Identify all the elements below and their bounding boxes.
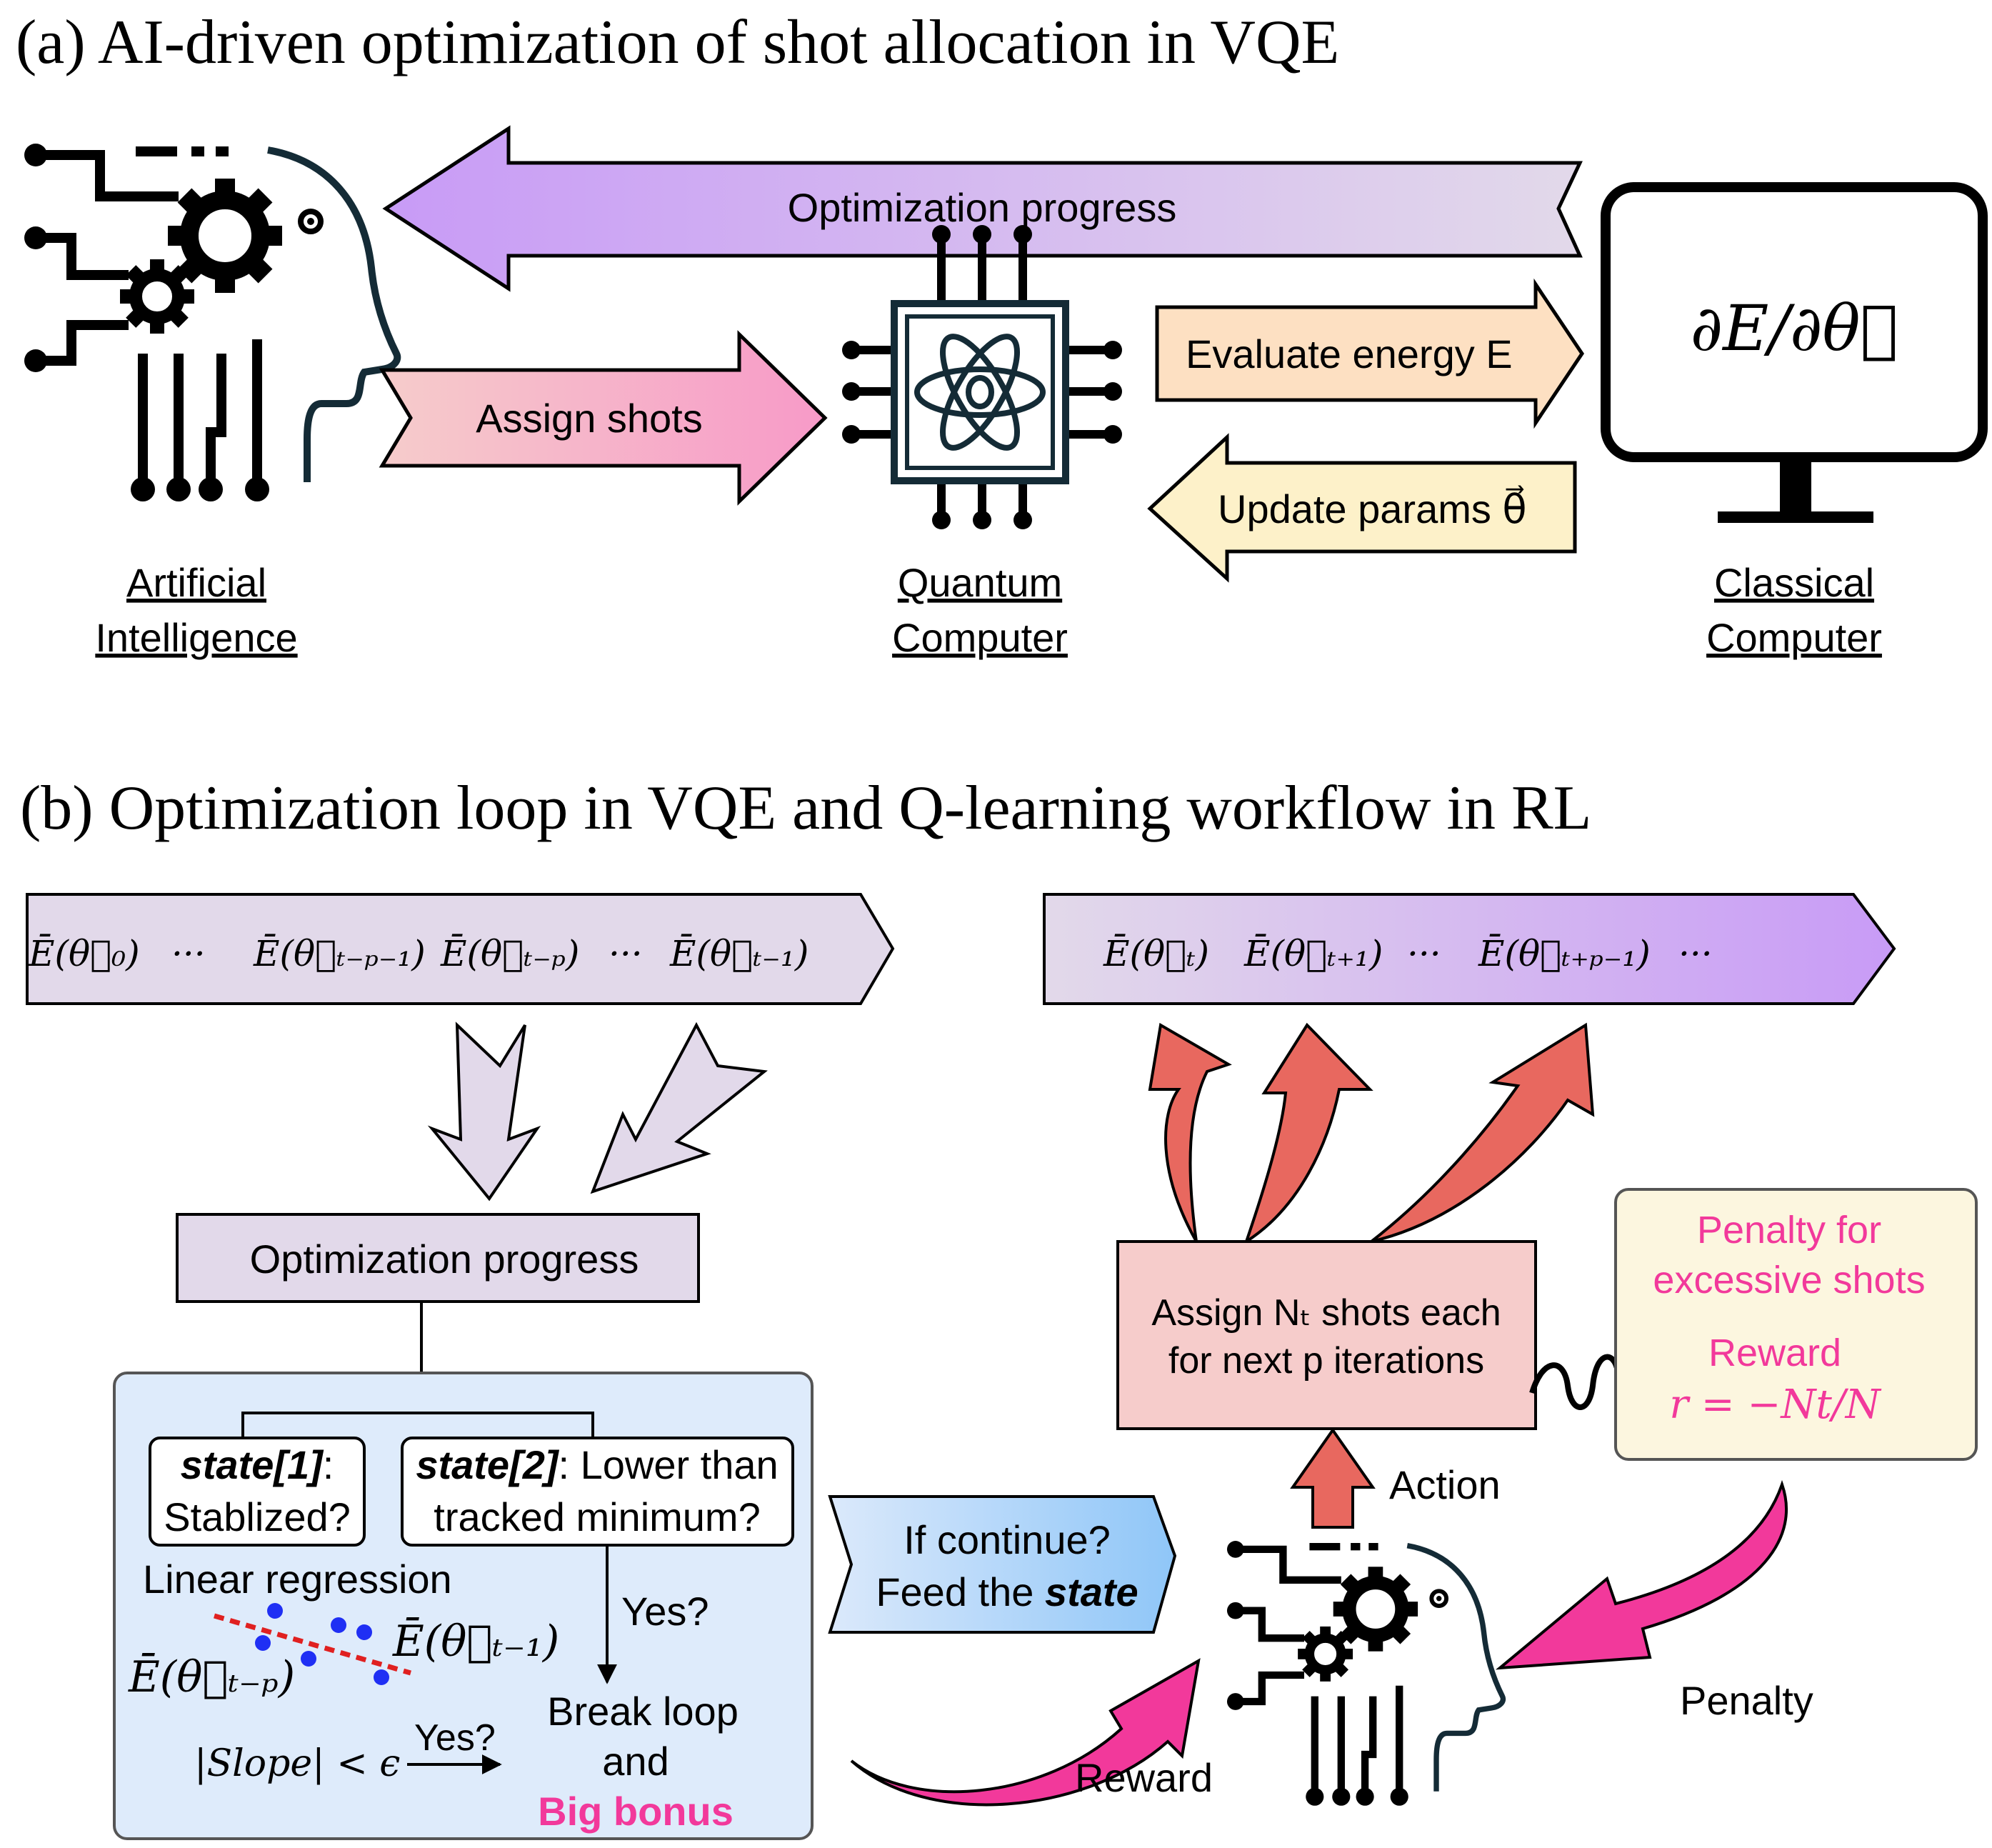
state1-line1: state[1]: bbox=[181, 1442, 334, 1487]
future-term-4: ··· bbox=[1678, 933, 1713, 974]
optimization-progress-arrow bbox=[382, 125, 1583, 292]
future-energy-arrow bbox=[1043, 893, 1896, 1005]
history-term-1: ··· bbox=[171, 933, 206, 974]
continue-line2-bold: state bbox=[1045, 1569, 1138, 1614]
update-params-arrow bbox=[1147, 433, 1577, 583]
action-arrow bbox=[1290, 1427, 1376, 1529]
continue-line1: If continue? bbox=[904, 1517, 1111, 1562]
state2-bold: state[2] bbox=[416, 1442, 560, 1487]
reward-label: Reward bbox=[1075, 1755, 1213, 1800]
state1-box bbox=[149, 1437, 366, 1547]
history-energy-arrow bbox=[26, 893, 895, 1005]
future-term-2: ··· bbox=[1407, 933, 1441, 974]
future-term-1: Ē(θ⃗ₜ₊₁) bbox=[1243, 933, 1383, 974]
continue-arrow bbox=[828, 1495, 1177, 1634]
action-line1: Assign Nₜ shots each bbox=[1151, 1292, 1501, 1334]
ai-label-line2: Intelligence bbox=[95, 615, 297, 660]
cc-label-line1: Classical bbox=[1714, 560, 1874, 605]
history-term-0: Ē(θ⃗₀) bbox=[28, 933, 140, 974]
down-arrow-right bbox=[590, 1022, 768, 1194]
gradient-formula: ∂E/∂θ⃗ bbox=[1691, 291, 1898, 365]
reward-formula: r = −Nt/N bbox=[1669, 1382, 1882, 1428]
assign-shots-arrow bbox=[379, 330, 828, 506]
penalty-arrow bbox=[1495, 1479, 1788, 1670]
state1-rest: : bbox=[323, 1442, 334, 1487]
optimization-progress-label: Optimization progress bbox=[788, 185, 1177, 230]
history-term-2: Ē(θ⃗ₜ₋ₚ₋₁) bbox=[253, 933, 426, 974]
panel-b-title: (b) Optimization loop in VQE and Q-learn… bbox=[20, 774, 1591, 843]
ai-head-icon bbox=[24, 144, 397, 501]
reward-note bbox=[1614, 1188, 1978, 1461]
quantum-chip-icon bbox=[842, 225, 1122, 529]
state1-bold: state[1] bbox=[181, 1442, 325, 1487]
yes-label-1: Yes? bbox=[414, 1717, 496, 1759]
qc-label-line2: Computer bbox=[892, 615, 1068, 660]
classical-computer-monitor-icon bbox=[1601, 182, 1988, 523]
reward-title: Reward bbox=[1708, 1332, 1841, 1374]
action-label: Action bbox=[1389, 1462, 1501, 1507]
yes-label-2: Yes? bbox=[621, 1589, 709, 1634]
penalty-title-line1: Penalty for bbox=[1697, 1209, 1881, 1252]
penalty-label: Penalty bbox=[1680, 1678, 1813, 1723]
state2-line1: state[2]: Lower than bbox=[416, 1442, 778, 1487]
history-term-3: Ē(θ⃗ₜ₋ₚ) bbox=[440, 933, 579, 974]
action-line2: for next p iterations bbox=[1168, 1340, 1484, 1382]
continue-line2-prefix: Feed the bbox=[876, 1569, 1045, 1614]
qc-label-line1: Quantum bbox=[898, 560, 1062, 605]
panel-a-title: (a) AI-driven optimization of shot alloc… bbox=[16, 8, 1339, 77]
state2-rest: : Lower than bbox=[558, 1442, 778, 1487]
history-term-4: ··· bbox=[609, 933, 643, 974]
big-bonus-label: Big bonus bbox=[538, 1789, 734, 1834]
ai-agent-icon bbox=[1227, 1541, 1503, 1806]
ai-label-line1: Artificial bbox=[126, 560, 266, 605]
state2-line2: tracked minimum? bbox=[434, 1494, 760, 1539]
action-arrow-up-2 bbox=[1243, 1022, 1373, 1245]
penalty-title-line2: excessive shots bbox=[1653, 1259, 1925, 1302]
break-loop-line1: Break loop bbox=[547, 1689, 739, 1734]
evaluate-energy-arrow bbox=[1155, 278, 1585, 429]
continue-line2: Feed the state bbox=[876, 1569, 1138, 1614]
linear-regression-label: Linear regression bbox=[143, 1557, 452, 1602]
action-box bbox=[1116, 1240, 1537, 1430]
action-arrow-up-1 bbox=[1148, 1022, 1232, 1242]
action-arrow-up-3 bbox=[1370, 1022, 1595, 1243]
update-params-label: Update params θ⃗ bbox=[1218, 485, 1527, 531]
progress-box-label: Optimization progress bbox=[250, 1237, 639, 1282]
state2-box bbox=[401, 1437, 794, 1547]
assign-shots-label: Assign shots bbox=[476, 396, 703, 441]
cc-label-line2: Computer bbox=[1706, 615, 1882, 660]
future-term-0: Ē(θ⃗ₜ) bbox=[1103, 933, 1209, 974]
slope-condition: |Slope| < ϵ bbox=[194, 1742, 400, 1785]
break-loop-line2: and bbox=[602, 1739, 669, 1784]
progress-box bbox=[176, 1213, 700, 1303]
history-term-5: Ē(θ⃗ₜ₋₁) bbox=[669, 933, 809, 974]
regression-label-right: Ē(θ⃗ₜ₋₁) bbox=[392, 1617, 559, 1667]
reward-arrow bbox=[850, 1658, 1201, 1807]
state1-line2: Stablized? bbox=[164, 1494, 351, 1539]
regression-label-left: Ē(θ⃗ₜ₋ₚ) bbox=[128, 1652, 295, 1702]
down-arrow-left bbox=[427, 1022, 541, 1202]
regression-plot bbox=[214, 1603, 411, 1685]
evaluate-energy-label: Evaluate energy E bbox=[1186, 331, 1513, 376]
future-term-3: Ē(θ⃗ₜ₊ₚ₋₁) bbox=[1478, 933, 1651, 974]
